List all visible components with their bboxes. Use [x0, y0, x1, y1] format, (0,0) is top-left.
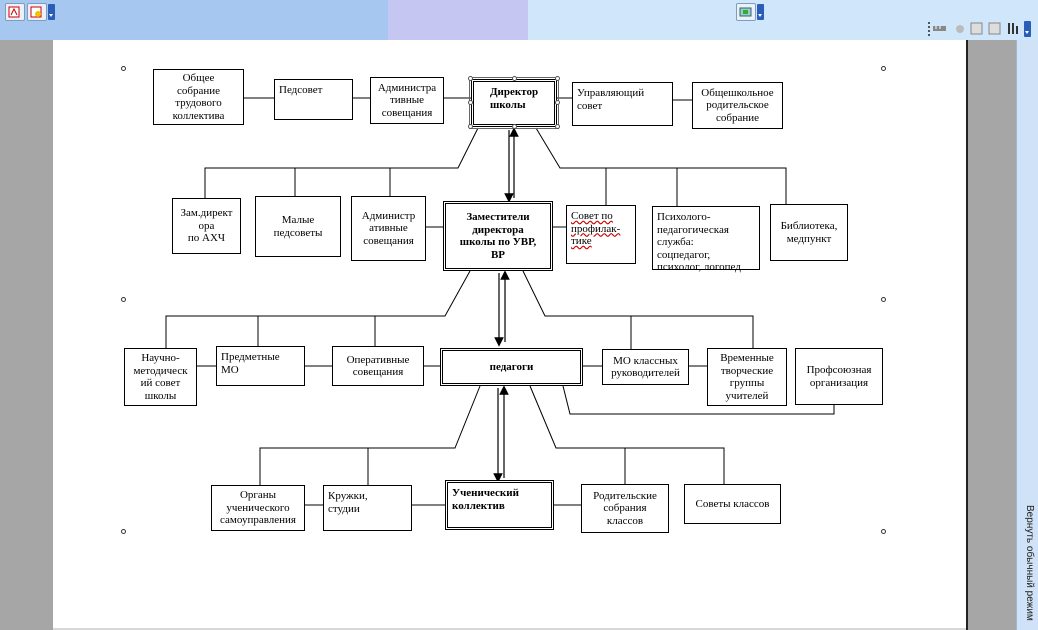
selection-handle[interactable] — [555, 100, 560, 105]
pdf-icon[interactable] — [5, 3, 25, 21]
node-obshcheshkolnoe-roditelskoe[interactable]: Общешкольное родительское собрание — [692, 82, 783, 129]
node-sovety-klassov[interactable]: Советы классов — [684, 484, 781, 524]
right-gutter — [966, 40, 1016, 630]
columns-icon[interactable] — [1007, 22, 1021, 35]
pdf-settings-icon[interactable] — [27, 3, 47, 21]
side-panel — [1016, 40, 1038, 630]
toolbar-left-segment — [0, 0, 388, 40]
node-organy-samoupravleniya[interactable]: Органы ученического самоуправления — [211, 485, 305, 531]
page-corner-marker — [881, 66, 886, 71]
node-operativnye-soveshchaniya[interactable]: Оперативные совещания — [332, 346, 424, 386]
node-vremennye-gruppy[interactable]: Временные творческие группы учителей — [707, 348, 787, 406]
selection-handle[interactable] — [512, 124, 517, 129]
ruler-icon[interactable] — [933, 22, 947, 35]
dropdown-icon[interactable] — [757, 4, 764, 20]
node-sovet-profilaktiki[interactable]: Совет по профилак- тике — [566, 205, 636, 264]
left-gutter — [0, 40, 53, 630]
node-profsoyuznaya-organizatsiya[interactable]: Профсоюзная организация — [795, 348, 883, 405]
acrobat-icon[interactable] — [736, 3, 756, 21]
node-obshchee-sobranie[interactable]: Общее собрание трудового коллектива — [153, 69, 244, 125]
node-roditelskie-sobraniya[interactable]: Родительские собрания классов — [581, 484, 669, 533]
page-corner-marker — [881, 529, 886, 534]
toolbar — [0, 0, 1038, 40]
page-edge — [53, 628, 966, 630]
selection-handle[interactable] — [555, 76, 560, 81]
node-zamestiteli-direktora[interactable]: Заместители директора школы по УВР, ВР — [443, 201, 553, 271]
node-psikhologo-pedagogicheskaya[interactable]: Психолого- педагогическая служба: соцпед… — [652, 206, 760, 273]
page-corner-marker — [121, 66, 126, 71]
node-uchenicheskiy-kollektiv[interactable]: Ученический коллектив — [445, 480, 554, 530]
toolbar-grip[interactable] — [928, 22, 930, 36]
node-upravlyayushchiy-sovet[interactable]: Управляющий совет — [572, 82, 673, 126]
node-mo-klassnykh-rukovoditeley[interactable]: МО классных руководителей — [602, 349, 689, 385]
page-corner-marker — [121, 529, 126, 534]
page-nav-icon[interactable] — [970, 22, 984, 35]
toolbar-mid-segment — [388, 0, 528, 40]
selection-handle[interactable] — [468, 76, 473, 81]
node-admin-soveshchaniya-1[interactable]: Администра тивные совещания — [370, 77, 444, 124]
node-admin-soveshchaniya-2[interactable]: Администр ативные совещания — [351, 196, 426, 261]
selection-handle[interactable] — [468, 100, 473, 105]
selection-handle[interactable] — [468, 124, 473, 129]
node-predmetnye-mo[interactable]: Предметные МО — [216, 346, 305, 386]
node-nauchno-metodicheskiy-sovet[interactable]: Научно- методическ ий совет школы — [124, 348, 197, 406]
node-kruzhki-studii[interactable]: Кружки, студии — [323, 485, 412, 531]
dropdown-icon[interactable] — [48, 4, 55, 20]
node-zam-ahch[interactable]: Зам.директ ора по АХЧ — [172, 198, 241, 254]
node-biblioteka[interactable]: Библиотека, медпункт — [770, 204, 848, 261]
toolbar-right-segment — [528, 0, 1038, 40]
node-pedagogi[interactable]: педагоги — [440, 348, 583, 386]
node-malye-pedsovety[interactable]: Малые педсоветы — [255, 196, 341, 257]
dropdown-icon[interactable] — [1024, 21, 1031, 37]
page-corner-marker — [881, 297, 886, 302]
selection-handle[interactable] — [555, 124, 560, 129]
restore-mode-button[interactable]: Вернуть обычный режим — [1024, 505, 1035, 621]
gear-icon[interactable] — [953, 22, 967, 35]
node-director[interactable]: Директор школы — [469, 77, 559, 129]
page-corner-marker — [121, 297, 126, 302]
node-pedsovet[interactable]: Педсовет — [274, 79, 353, 120]
selection-handle[interactable] — [512, 76, 517, 81]
page-nav-icon[interactable] — [988, 22, 1002, 35]
